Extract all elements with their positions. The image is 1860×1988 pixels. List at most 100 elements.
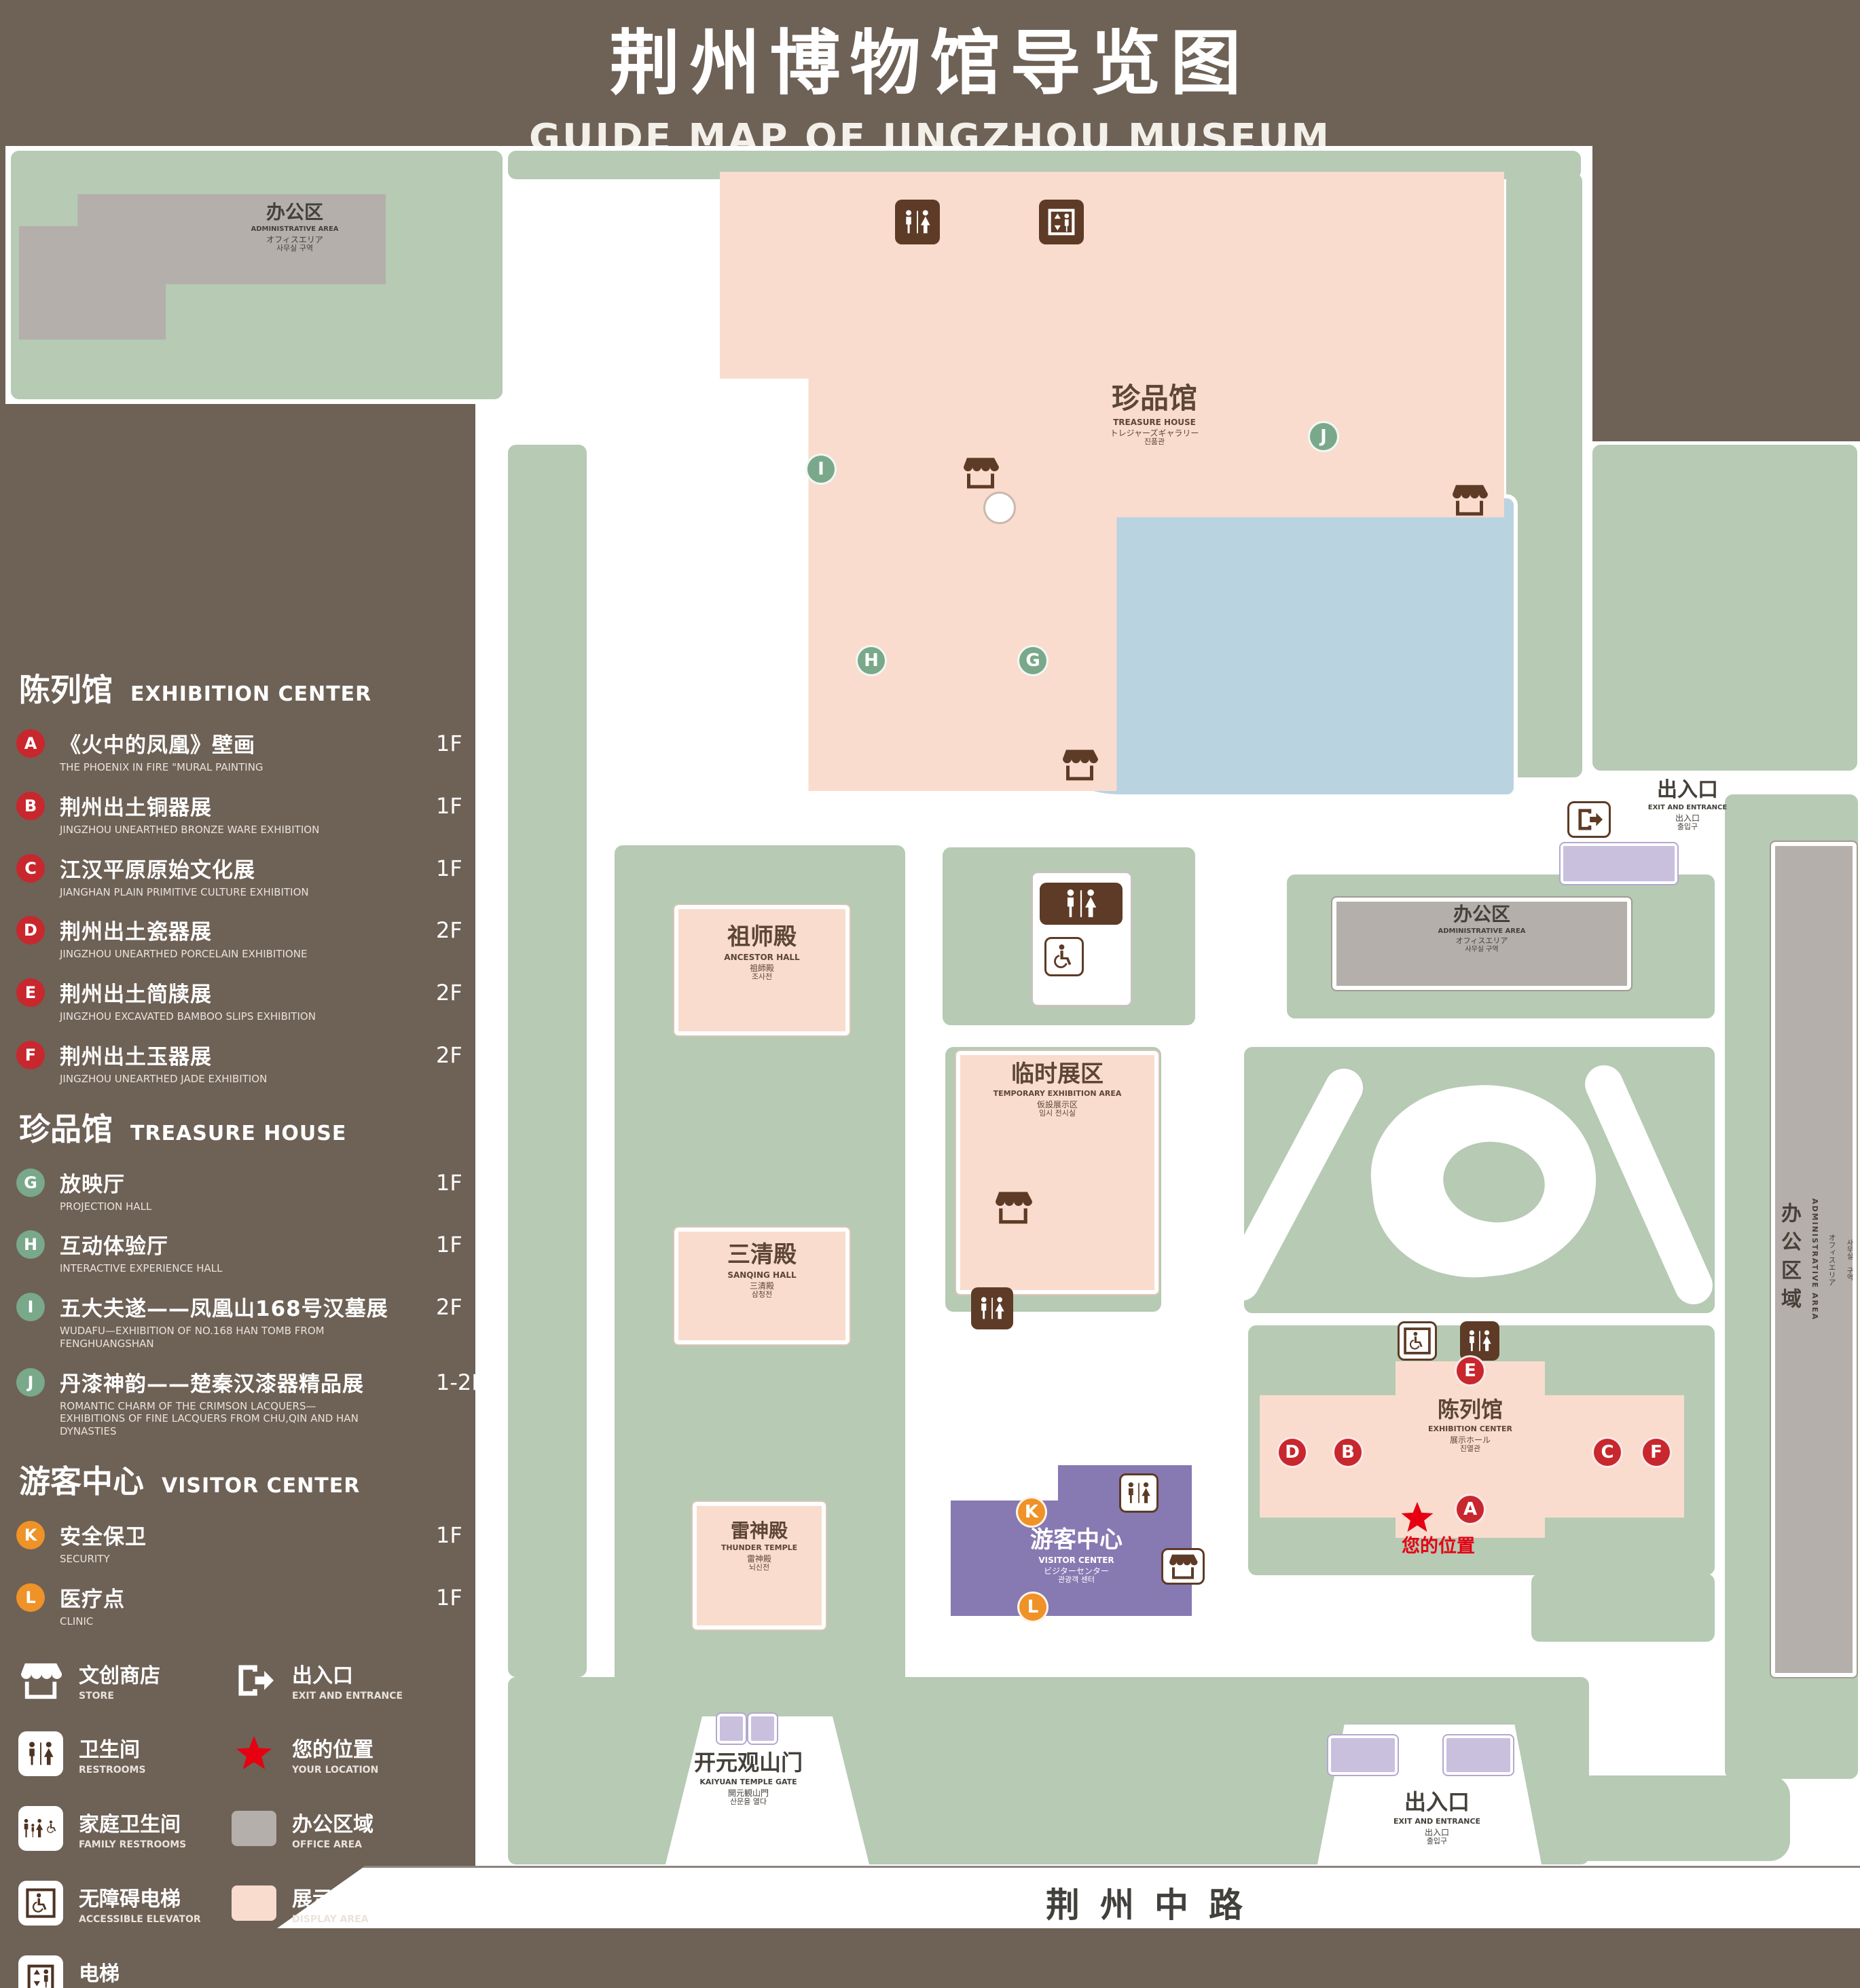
- store-icon: [991, 1190, 1035, 1225]
- item-floor: 2F: [436, 1294, 462, 1320]
- treasure-zh: 珍品馆: [1111, 382, 1197, 415]
- item-zh: 江汉平原原始文化展: [60, 858, 255, 883]
- lawn-west-strip: [508, 445, 587, 1677]
- item-badge: L: [16, 1583, 45, 1612]
- treasure-jp: トレジャーズギャラリー: [1110, 428, 1199, 438]
- restrooms-icon: [895, 200, 940, 244]
- accessible-restroom-icon: [1044, 937, 1084, 976]
- item-floor: 1F: [436, 855, 462, 881]
- map-marker-C: C: [1592, 1437, 1623, 1468]
- symbol-en: DISPLAY AREA: [292, 1913, 369, 1925]
- item-badge: H: [16, 1230, 45, 1259]
- exhibition-en: EXHIBITION CENTER: [1427, 1424, 1513, 1433]
- section-title-zh: 游客中心: [19, 1462, 144, 1500]
- legend-item-H: H 互动体验厅 INTERACTIVE EXPERIENCE HALL 1F: [16, 1229, 485, 1275]
- exhibition-center-label: 陈列馆 EXHIBITION CENTER 展示ホール 진열관: [1399, 1397, 1542, 1454]
- restrooms-icon: [1119, 1473, 1159, 1513]
- symbol-zh: 文创商店: [79, 1664, 160, 1689]
- thunder-zh: 雷神殿: [730, 1520, 788, 1542]
- visitor-center-en: VISITOR CENTER: [1038, 1556, 1114, 1566]
- south-exit-kr: 출입구: [1426, 1836, 1448, 1845]
- exit-icon: [1567, 801, 1611, 838]
- admin-top-jp: オフィスエリア: [266, 234, 323, 244]
- item-en: WUDAFU—EXHIBITION OF NO.168 HAN TOMB FRO…: [60, 1325, 325, 1350]
- admin-right-en: ADMINISTRATIVE AREA: [1810, 1198, 1819, 1321]
- item-floor: 1F: [436, 792, 462, 819]
- thunder-temple-building: [691, 1501, 827, 1631]
- sanqing-hall-building: [673, 1226, 851, 1346]
- admin-mid-kr: 사무실 구역: [1465, 945, 1499, 953]
- restrooms-icon: [1040, 883, 1123, 925]
- item-en: SECURITY: [60, 1552, 110, 1565]
- symbol-en: STORE: [79, 1691, 114, 1702]
- treasure-house-label: 珍品馆 TREASURE HOUSE トレジャーズギャラリー 진품관: [1056, 382, 1253, 447]
- admin-building-right: 办公区域 ADMINISTRATIVE AREA オフィスエリア 사무실 구역: [1770, 841, 1858, 1678]
- item-zh: 荆州出土玉器展: [60, 1044, 212, 1069]
- map-marker-G: G: [1017, 645, 1048, 676]
- east-exit-kr: 출입구: [1677, 822, 1698, 832]
- admin-right-jp: オフィスエリア: [1827, 1233, 1836, 1286]
- gate-post: [747, 1712, 778, 1745]
- item-zh: 荆州出土铜器展: [60, 795, 212, 820]
- store-icon: [16, 1661, 65, 1700]
- item-zh: 五大夫遂——凤凰山168号汉墓展: [60, 1297, 388, 1321]
- ancestor-hall-building: [673, 904, 851, 1037]
- item-badge: G: [16, 1168, 45, 1197]
- admin-right-kr: 사무실 구역: [1845, 1238, 1853, 1281]
- item-zh: 放映厅: [60, 1172, 125, 1197]
- section-title-en: EXHIBITION CENTER: [130, 682, 372, 706]
- visitor-center-kr: 관광객 센터: [1057, 1575, 1095, 1585]
- store-icon: [1161, 1548, 1205, 1585]
- map-marker-F: F: [1641, 1437, 1672, 1468]
- legend-item-I: I 五大夫遂——凤凰山168号汉墓展 WUDAFU—EXHIBITION OF N…: [16, 1291, 485, 1350]
- restrooms-icon: [1460, 1321, 1499, 1361]
- east-exit-jp: 出入口: [1675, 813, 1700, 824]
- your-location-star-icon: [230, 1736, 278, 1771]
- item-badge: B: [16, 791, 45, 820]
- item-en: JINGZHOU EXCAVATED BAMBOO SLIPS EXHIBITI…: [60, 1010, 316, 1023]
- ancestor-hall-label: 祖师殿 ANCESTOR HALL 祖師殿 조사전: [676, 923, 848, 982]
- temporary-kr: 임시 전시실: [1038, 1109, 1076, 1118]
- item-floor: 2F: [436, 917, 462, 944]
- store-icon: [1059, 748, 1100, 781]
- lawn-treasure-east: [1506, 173, 1582, 777]
- visitor-center-zh: 游客中心: [1030, 1526, 1123, 1553]
- south-exit-zh: 出入口: [1404, 1789, 1470, 1815]
- restrooms-icon: [16, 1731, 65, 1777]
- fountain-circle: [983, 492, 1016, 524]
- admin-mid-zh: 办公区: [1453, 903, 1510, 925]
- road: [277, 1866, 1860, 1928]
- temporary-exhibition-building: [955, 1050, 1160, 1295]
- item-en: JINGZHOU UNEARTHED PORCELAIN EXHIBITIONE: [60, 948, 308, 961]
- item-zh: 互动体验厅: [60, 1234, 168, 1259]
- ancestor-en: ANCESTOR HALL: [724, 953, 800, 963]
- item-zh: 安全保卫: [60, 1524, 147, 1549]
- admin-top-zh: 办公区: [266, 201, 323, 223]
- sanqing-en: SANQING HALL: [727, 1270, 797, 1281]
- item-floor: 1F: [436, 1232, 462, 1258]
- item-en: INTERACTIVE EXPERIENCE HALL: [60, 1262, 223, 1275]
- section-title-en: VISITOR CENTER: [162, 1473, 361, 1498]
- symbol-zh: 无障碍电梯: [79, 1887, 181, 1911]
- south-exit-label: 出入口 EXIT AND ENTRANCE 出入口 출입구: [1355, 1789, 1518, 1846]
- accessible-elevator-icon: [16, 1881, 65, 1926]
- item-en: JINGZHOU UNEARTHED JADE EXHIBITION: [60, 1072, 268, 1085]
- item-badge: D: [16, 916, 45, 945]
- admin-mid-en: ADMINISTRATIVE AREA: [1438, 927, 1526, 936]
- map-marker-B: B: [1332, 1437, 1364, 1468]
- item-badge: I: [16, 1293, 45, 1321]
- admin-right-zh: 办公区域: [1777, 1202, 1801, 1317]
- admin-mid-label: 办公区 ADMINISTRATIVE AREA オフィスエリア 사무실 구역: [1336, 903, 1628, 954]
- legend-section-exhibition-center: 陈列馆 EXHIBITION CENTER: [19, 665, 485, 710]
- title-chinese: 荆州博物馆导览图: [609, 22, 1251, 105]
- map-marker-L: L: [1017, 1591, 1048, 1623]
